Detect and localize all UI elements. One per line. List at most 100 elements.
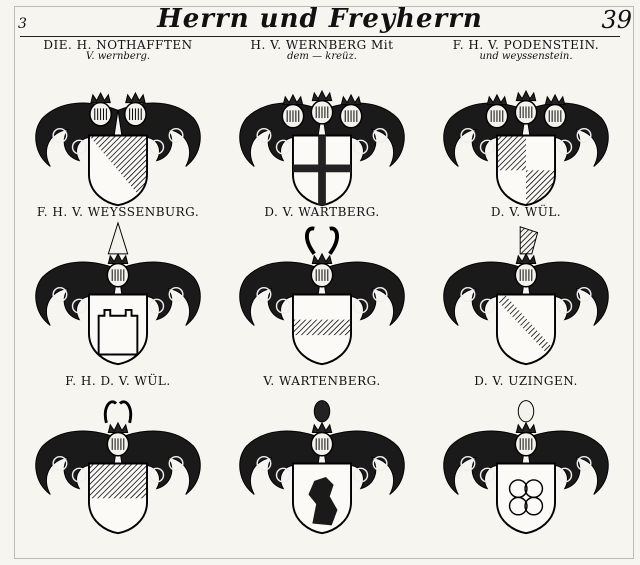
coat-of-arms-engraving [35, 91, 201, 207]
coat-of-arms-cell: D. V. WÜL. [426, 205, 626, 375]
crown [544, 93, 566, 105]
mantling-swirl [372, 286, 388, 302]
shield-quatrefoil-lobe [524, 496, 544, 516]
crown [125, 91, 146, 104]
crest-figure [517, 400, 535, 423]
mantling-swirl [52, 455, 68, 471]
arms-subtitle: V. wernberg. [85, 51, 151, 62]
shield-chief [88, 463, 148, 499]
crown [515, 252, 537, 264]
coat-of-arms-cell: D. V. WARTBERG. [222, 205, 422, 375]
crown [311, 252, 333, 264]
mantling-swirl [149, 298, 165, 314]
arms-title: F. H. V. WEYSSENBURG. [36, 205, 200, 219]
coat-of-arms-cell: F. H. D. V. WÜL. [18, 374, 218, 544]
shield-quatrefoil-lobe [508, 496, 528, 516]
header-rule [20, 36, 620, 37]
coat-of-arms-cell: F. H. V. WEYSSENBURG. [18, 205, 218, 375]
mantling-swirl [275, 139, 291, 155]
coat-of-arms-engraving [443, 226, 609, 366]
mantling-swirl [353, 139, 369, 155]
arms-title: DIE. H. NOTHAFFTEN [43, 38, 193, 52]
crest-lion [313, 400, 331, 423]
crest-cone [107, 221, 129, 255]
mantling-swirl [256, 127, 272, 143]
crown [282, 93, 304, 105]
arms-title: V. WARTENBERG. [263, 374, 381, 388]
crown [311, 89, 333, 102]
coat-of-arms-cell: F. H. V. PODENSTEIN.und weyssenstein. [426, 38, 626, 208]
crest-horns [305, 226, 339, 255]
coat-of-arms-engraving [239, 89, 405, 207]
mantling-swirl [71, 139, 87, 155]
mantling-swirl [52, 286, 68, 302]
mantling-swirl [460, 455, 476, 471]
arms-subtitle: dem — kreüz. [287, 51, 357, 62]
shield-quarter [496, 135, 526, 171]
crown [515, 89, 537, 102]
mantling-swirl [353, 467, 369, 483]
mantling-swirl [576, 286, 592, 302]
crown [107, 252, 129, 264]
shield-castle [97, 309, 139, 356]
crown [486, 93, 508, 105]
coat-of-arms-engraving [239, 226, 405, 366]
coat-of-arms-engraving [443, 89, 609, 207]
arms-title: D. V. WÜL. [490, 205, 562, 219]
shield-fess [292, 319, 352, 336]
arms-title: D. V. UZINGEN. [474, 374, 578, 388]
mantling-swirl [460, 127, 476, 143]
mantling-swirl [52, 127, 68, 143]
arms-title: F. H. V. PODENSTEIN. [452, 38, 600, 52]
mantling-swirl [275, 298, 291, 314]
shield-lion [308, 477, 338, 526]
mantling-swirl [275, 467, 291, 483]
page-number-left: 3 [18, 16, 27, 32]
mantling-swirl [557, 139, 573, 155]
mantling-swirl [576, 455, 592, 471]
shield-bend [496, 294, 556, 363]
mantling-swirl [576, 127, 592, 143]
mantling-swirl [168, 127, 184, 143]
mantling-swirl [168, 286, 184, 302]
page-number-right: 39 [601, 6, 632, 34]
coat-of-arms-engraving [35, 400, 201, 535]
mantling-swirl [557, 467, 573, 483]
mantling-swirl [372, 455, 388, 471]
arms-subtitle: und weyssenstein. [479, 51, 573, 62]
page-title: Herrn und Freyherrn [157, 4, 483, 34]
mantling-swirl [149, 467, 165, 483]
mantling-swirl [256, 455, 272, 471]
shield-cross-horizontal [292, 164, 352, 173]
mantling-swirl [479, 139, 495, 155]
crest-swans [103, 400, 133, 424]
mantling-swirl [557, 298, 573, 314]
coat-of-arms-engraving [239, 400, 405, 535]
crown [515, 421, 537, 433]
mantling-swirl [256, 286, 272, 302]
crest-banner [519, 226, 539, 255]
plate-border [14, 6, 634, 559]
mantling-swirl [372, 127, 388, 143]
shield-charge-bend [88, 135, 148, 206]
mantling-swirl [71, 467, 87, 483]
mantling-swirl [479, 467, 495, 483]
arms-title: D. V. WARTBERG. [264, 205, 380, 219]
arms-title: F. H. D. V. WÜL. [65, 374, 171, 388]
coat-of-arms-cell: V. WARTENBERG. [222, 374, 422, 544]
mantling-swirl [71, 298, 87, 314]
coat-of-arms-cell: D. V. UZINGEN. [426, 374, 626, 544]
mantling-swirl [149, 139, 165, 155]
coat-of-arms-engraving [35, 221, 201, 366]
arms-title: H. V. WERNBERG Mit [250, 38, 394, 52]
mantling-swirl [479, 298, 495, 314]
mantling-swirl [168, 455, 184, 471]
crown [90, 91, 111, 104]
mantling-swirl [353, 298, 369, 314]
crown [311, 421, 333, 433]
mantling-swirl [460, 286, 476, 302]
crown [107, 421, 129, 433]
